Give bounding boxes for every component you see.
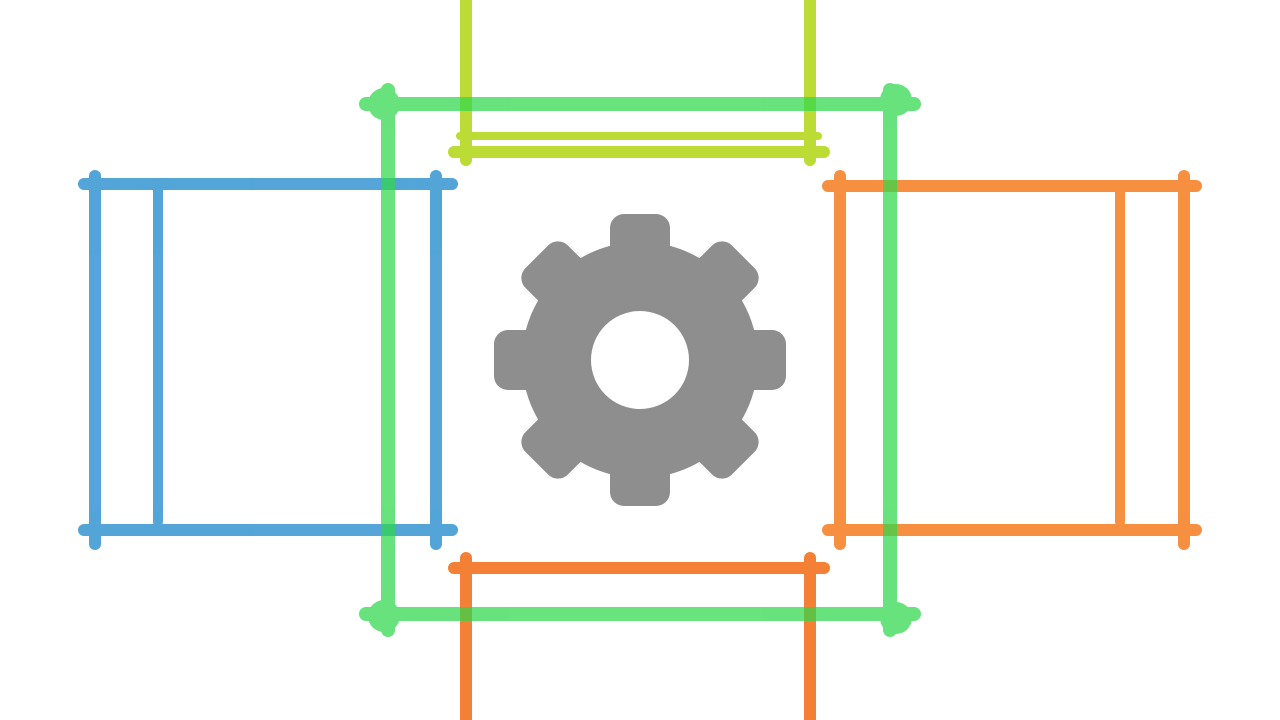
frame-center-corner-tr [880, 84, 912, 116]
frame-left [78, 170, 458, 550]
frame-left-fill [84, 182, 452, 532]
frame-center [359, 83, 921, 637]
gear-icon [494, 214, 786, 506]
frame-center-corner-bl [368, 600, 400, 632]
frame-center-corner-br [880, 602, 912, 634]
frame-center-corner-tl [368, 88, 400, 120]
frame-bottom [448, 552, 830, 720]
gear-hole [591, 311, 689, 409]
frame-top [448, 0, 830, 166]
